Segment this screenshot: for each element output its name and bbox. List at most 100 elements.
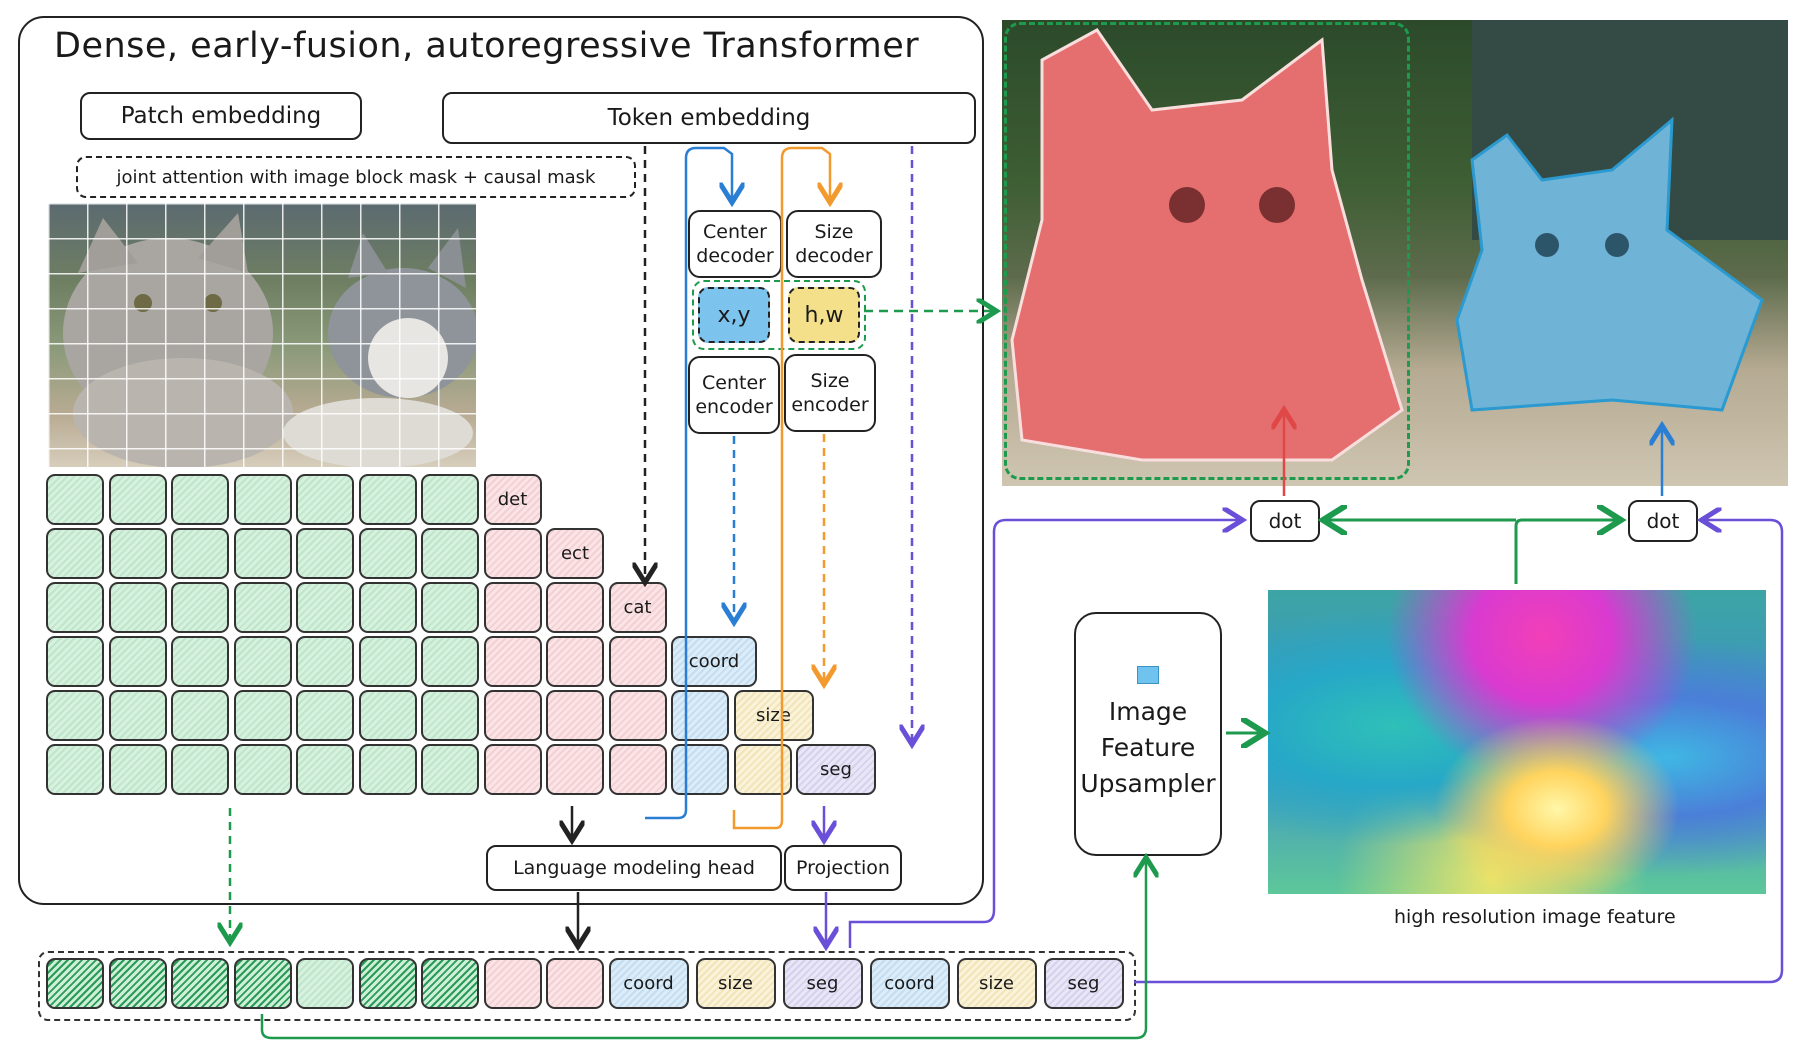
image-patch-token	[358, 958, 417, 1009]
seg-to-dot-left	[848, 520, 1240, 948]
patch-grid	[48, 203, 476, 467]
text-token	[546, 958, 604, 1009]
image-patch-token	[358, 582, 417, 633]
text-token	[671, 744, 729, 795]
image-patch-token	[358, 528, 417, 579]
attention-note-box: joint attention with image block mask + …	[76, 156, 636, 198]
image-patch-token	[358, 636, 417, 687]
feature-map-image	[1268, 590, 1766, 894]
attention-note-label: joint attention with image block mask + …	[116, 166, 596, 188]
coord-label: coord	[688, 651, 740, 672]
text-token	[483, 744, 542, 795]
size-decoder-line1: Size	[814, 221, 854, 243]
upsampler-line1: Image	[1108, 697, 1188, 726]
cat-token: cat	[608, 582, 667, 633]
size-encoder-line2: encoder	[791, 394, 869, 416]
image-patch-token	[108, 690, 167, 741]
seg-output-label: seg	[1067, 973, 1100, 994]
text-token	[483, 528, 542, 579]
size-decoder-box: Size decoder	[786, 210, 882, 278]
size-decoder-line2: decoder	[795, 245, 873, 267]
size-encoder-line1: Size	[810, 370, 850, 392]
seg-token: seg	[796, 744, 876, 795]
cube-icon	[1137, 666, 1159, 684]
text-token	[546, 744, 604, 795]
image-patch-token	[233, 474, 292, 525]
image-patch-token	[296, 636, 354, 687]
image-patch-token	[233, 958, 292, 1009]
image-patch-token	[233, 636, 292, 687]
image-patch-token	[46, 636, 104, 687]
image-patch-token	[108, 744, 167, 795]
size-output-token: size	[956, 958, 1037, 1009]
lm-head-label: Language modeling head	[513, 857, 755, 879]
text-token	[546, 690, 604, 741]
text-token	[483, 690, 542, 741]
token-embedding-box: Token embedding	[442, 92, 976, 144]
center-encoder-box: Center encoder	[688, 356, 780, 434]
image-patch-token	[46, 474, 104, 525]
size-output-label: size	[979, 973, 1014, 994]
image-patch-token	[421, 690, 479, 741]
image-patch-token	[233, 528, 292, 579]
dot-label-left: dot	[1268, 509, 1302, 533]
hw-label: h,w	[804, 302, 844, 328]
image-patch-token	[171, 582, 229, 633]
image-patch-token	[233, 582, 292, 633]
detected-box-outline	[1004, 22, 1410, 480]
image-patch-token	[421, 474, 479, 525]
seg-label: seg	[820, 759, 852, 780]
text-token	[608, 636, 667, 687]
image-patch-token	[421, 636, 479, 687]
ect-label: ect	[560, 543, 590, 564]
image-patch-token	[421, 958, 479, 1009]
feature-caption: high resolution image feature	[1394, 906, 1676, 928]
seg-output-token: seg	[1043, 958, 1124, 1009]
center-decoder-line1: Center	[703, 221, 767, 243]
diagram-title: Dense, early-fusion, autoregressive Tran…	[54, 26, 920, 66]
image-patch-token	[171, 958, 229, 1009]
orange-loop-line	[732, 146, 830, 830]
image-patch-token	[233, 744, 292, 795]
image-patch-token	[296, 528, 354, 579]
dot-box-left: dot	[1250, 500, 1320, 542]
image-patch-token	[233, 690, 292, 741]
ect-token: ect	[546, 528, 604, 579]
patch-embedding-label: Patch embedding	[120, 103, 322, 129]
seg-output-token: seg	[782, 958, 863, 1009]
dot-label-right: dot	[1646, 509, 1680, 533]
image-patch-token	[358, 690, 417, 741]
text-token	[483, 958, 542, 1009]
image-patch-token	[296, 690, 354, 741]
image-patch-token	[421, 582, 479, 633]
image-patch-token	[108, 636, 167, 687]
image-patch-token	[46, 528, 104, 579]
image-patch-token	[108, 474, 167, 525]
size-encoder-box: Size encoder	[784, 354, 876, 432]
size-output-token: size	[695, 958, 776, 1009]
image-patch-token	[421, 744, 479, 795]
text-token	[483, 582, 542, 633]
projection-box: Projection	[784, 845, 902, 891]
patch-embedding-box: Patch embedding	[80, 92, 362, 140]
image-patch-token	[421, 528, 479, 579]
lm-head-box: Language modeling head	[486, 845, 782, 891]
feature-to-dots	[1514, 520, 1618, 584]
latent-group-box	[692, 280, 866, 350]
image-patch-token	[296, 958, 354, 1009]
text-token	[608, 690, 667, 741]
projection-label: Projection	[796, 857, 890, 879]
text-token	[546, 636, 604, 687]
text-token	[608, 744, 667, 795]
image-patch-token	[46, 958, 104, 1009]
image-patch-token	[358, 474, 417, 525]
blue-loop-line	[645, 146, 732, 820]
center-decoder-line2: decoder	[696, 245, 774, 267]
text-token	[483, 636, 542, 687]
center-decoder-box: Center decoder	[688, 210, 782, 278]
image-patch-token	[46, 690, 104, 741]
segmented-photo	[1002, 20, 1788, 486]
patches-to-upsampler	[260, 860, 1146, 1040]
coord-output-label: coord	[623, 973, 674, 994]
